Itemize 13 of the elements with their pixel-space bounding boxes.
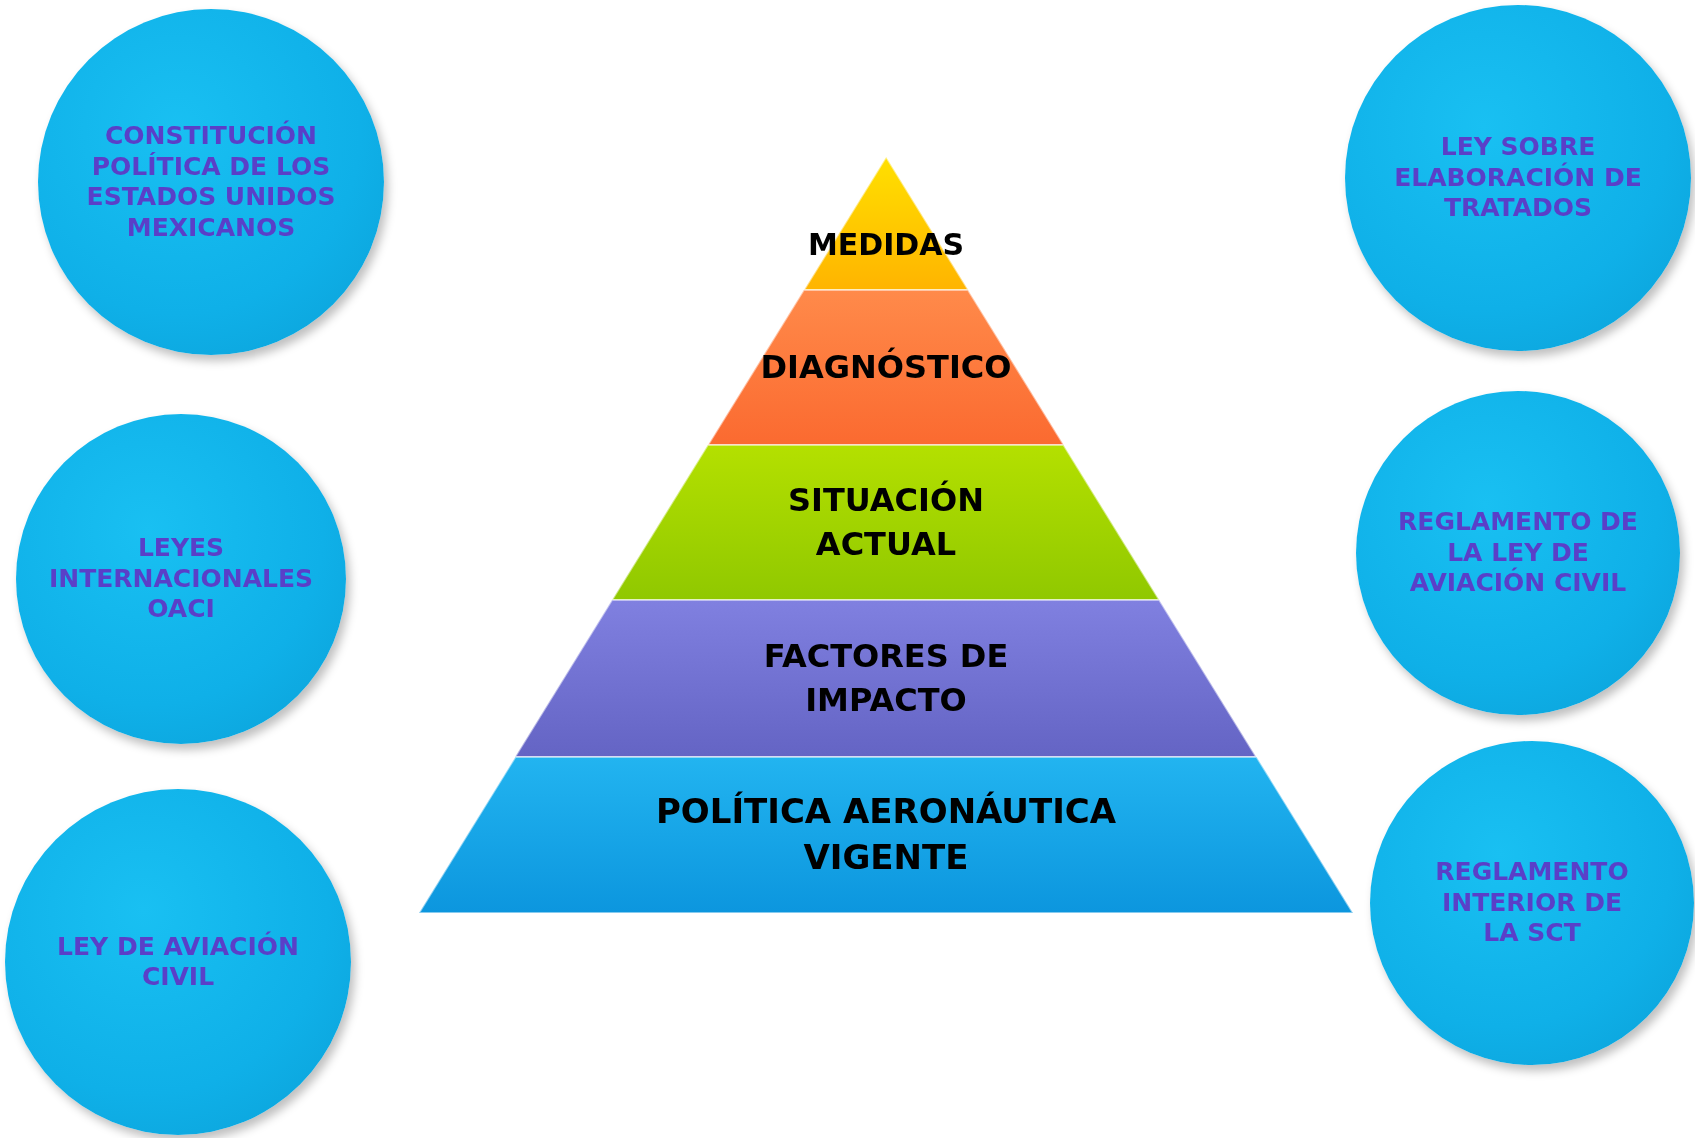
layer-label: FACTORES DE IMPACTO [762, 636, 1010, 721]
layer-label: DIAGNÓSTICO [760, 346, 1012, 388]
node-text: REGLAMENTO DE LA LEY DE AVIACIÓN CIVIL [1398, 507, 1638, 599]
node-text: LEY SOBRE ELABORACIÓN DE TRATADOS [1393, 132, 1643, 224]
node-text: CONSTITUCIÓN POLÍTICA DE LOS ESTADOS UNIDOS MEXICANOS [85, 121, 337, 243]
node-text: LEYES INTERNACIONALES OACI [47, 533, 315, 625]
pyramid-layer [612, 445, 1160, 600]
node-text: REGLAMENTO INTERIOR DE LA SCT [1434, 857, 1630, 949]
pyramid-layer [515, 600, 1257, 757]
layer-label: SITUACIÓN ACTUAL [787, 479, 985, 565]
pyramid-layer [419, 757, 1353, 913]
layer-label: POLÍTICA AERONÁUTICA VIGENTE [654, 790, 1118, 879]
node-text: LEY DE AVIACIÓN CIVIL [56, 931, 300, 993]
